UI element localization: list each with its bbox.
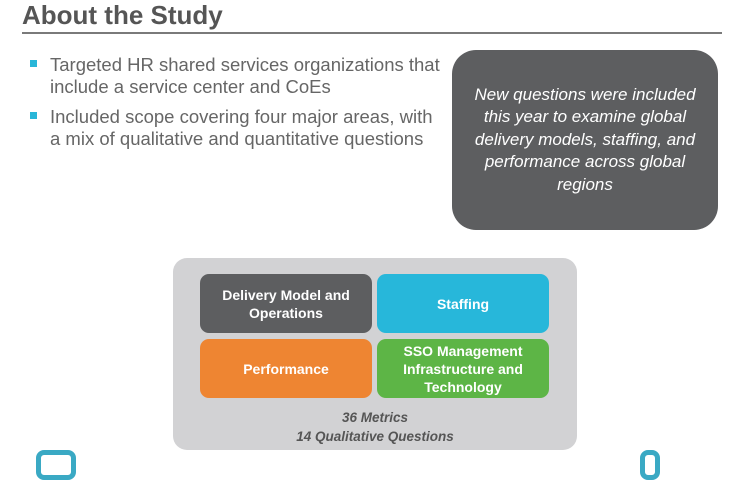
area-sso-management: SSO Management Infrastructure and Techno… (377, 339, 549, 398)
bullet-text: Included scope covering four major areas… (50, 106, 433, 149)
title-divider (22, 32, 722, 34)
bullet-list: Targeted HR shared services organization… (30, 54, 440, 158)
metrics-summary: 36 Metrics 14 Qualitative Questions (173, 408, 577, 446)
slide-title: About the Study (22, 0, 223, 30)
callout-box: New questions were included this year to… (452, 50, 718, 230)
area-delivery-model: Delivery Model and Operations (200, 274, 372, 333)
area-performance: Performance (200, 339, 372, 398)
bullet-square-icon (30, 60, 37, 67)
bullet-square-icon (30, 112, 37, 119)
study-areas-panel: Delivery Model and Operations Staffing P… (173, 258, 577, 450)
decorative-shape-right (640, 450, 660, 480)
callout-text: New questions were included this year to… (474, 84, 696, 194)
bullet-text: Targeted HR shared services organization… (50, 54, 440, 97)
bullet-item: Included scope covering four major areas… (30, 106, 440, 150)
area-staffing: Staffing (377, 274, 549, 333)
decorative-shape-left (36, 450, 76, 480)
qualitative-count: 14 Qualitative Questions (296, 429, 454, 444)
bullet-item: Targeted HR shared services organization… (30, 54, 440, 98)
metrics-count: 36 Metrics (341, 410, 409, 425)
